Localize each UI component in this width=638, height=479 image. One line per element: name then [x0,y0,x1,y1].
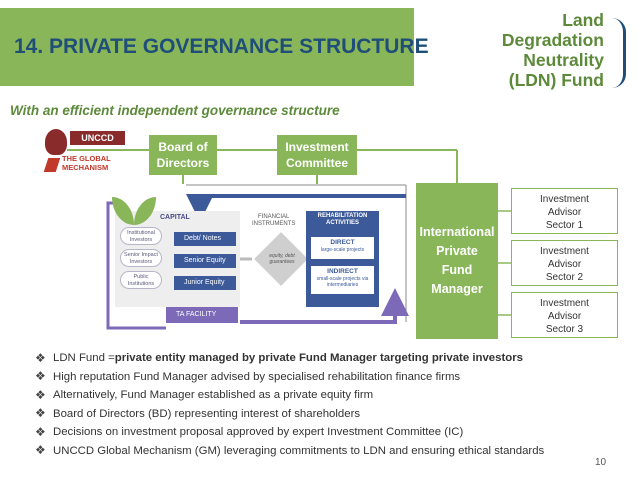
bullet-1-bold: private entity managed by private Fund M… [114,352,524,364]
un-emblem-icon [45,129,67,155]
tranche-junior-equity: Junior Equity [174,276,236,290]
fin-line-1: FINANCIAL [258,214,290,220]
instrument-line-1: equity, debt [269,253,295,259]
capital-flow-arrow [186,194,406,222]
sector-2-line-3: Sector 2 [545,272,584,283]
gm-line-2: MECHANISM [62,163,109,172]
instrument-types: equity, debt guarantees [262,253,302,265]
tranche-debt: Debt/ Notes [174,232,236,246]
sector-advisor-3: Investment Advisor Sector 3 [511,292,618,338]
bullet-diamond-icon [35,386,47,405]
indirect-desc-1: small-scale projects via [316,276,369,282]
manager-line-4: Manager [431,282,483,296]
sector-3-line-3: Sector 3 [545,324,584,335]
sector-advisor-2: Investment Advisor Sector 2 [511,240,618,286]
investment-committee-box: Investment Committee [277,135,357,175]
sector-2-line-1: Investment [540,246,589,257]
reh-line-2: ACTIVITIES [325,220,359,226]
rehabilitation-label: REHABILITATION ACTIVITIES [306,213,379,227]
logo-bracket-icon [612,18,626,88]
board-of-directors-box: Board of Directors [149,135,217,175]
slide-title: 14. PRIVATE GOVERNANCE STRUCTURE [14,35,429,58]
bullet-diamond-icon [35,349,47,368]
bullet-item: High reputation Fund Manager advised by … [35,367,544,387]
bullet-1-plain: LDN Fund = [53,352,115,364]
bullet-5-plain: Decisions on investment proposal approve… [53,426,464,438]
investor-2-line-1: Senior Impact [124,252,158,258]
bullet-diamond-icon [35,367,47,386]
bullet-item: UNCCD Global Mechanism (GM) leveraging c… [35,441,545,461]
ldn-fund-logo: Land Degradation Neutrality (LDN) Fund [480,8,638,98]
logo-line-2: Degradation [501,30,604,50]
fin-line-2: INSTRUMENTS [252,221,296,227]
bullet-diamond-icon [35,441,47,460]
global-mechanism-icon [43,158,61,172]
sector-1-line-3: Sector 1 [545,220,584,231]
tranche-senior-equity: Senior Equity [174,254,236,268]
manager-line-1: International [419,225,495,239]
slide-subtitle: With an efficient independent governance… [10,103,340,118]
direct-desc: large-scale projects [320,247,365,253]
sector-3-line-1: Investment [540,298,589,309]
indirect-desc-2: intermediaries [326,282,359,288]
bullet-item: LDN Fund = private entity managed by pri… [35,349,544,368]
bullet-diamond-icon [35,423,47,442]
sector-3-line-2: Advisor [547,311,582,322]
board-line-1: Board of [158,140,208,154]
investor-senior-impact: Senior Impact Investors [120,249,162,267]
logo-line-1: Land [562,10,604,30]
sector-1-line-1: Investment [540,194,589,205]
global-mechanism-logo: THE GLOBAL MECHANISM [62,154,111,172]
board-line-2: Directors [156,156,210,170]
investor-institutional: Institutional Investors [120,227,162,245]
investor-2-line-2: Investors [129,259,153,265]
bullet-item: Decisions on investment proposal approve… [35,423,544,442]
manager-line-2: Private [436,244,478,258]
ta-facility-bar: TA FACILITY [166,307,238,323]
bullet-list: LDN Fund = private entity managed by pri… [35,349,545,461]
sector-advisor-1: Investment Advisor Sector 1 [511,188,618,234]
gm-line-1: THE GLOBAL [62,154,111,163]
page-number: 10 [595,457,607,468]
investor-1-line-1: Institutional [127,230,155,236]
indirect-box: INDIRECT small-scale projects via interm… [311,266,374,294]
investor-3-line-1: Public [133,274,149,280]
investor-1-line-2: Investors [129,237,153,243]
capital-label: CAPITAL [160,214,190,221]
manager-line-3: Fund [441,263,473,277]
bullet-item: Board of Directors (BD) representing int… [35,404,544,424]
fund-manager-box: International Private Fund Manager [416,183,498,339]
investor-3-line-2: Institutions [127,281,155,287]
unccd-logo: UNCCD [70,131,125,145]
bullet-2-plain: High reputation Fund Manager advised by … [53,370,461,383]
bullet-item: Alternatively, Fund Manager established … [35,386,544,405]
direct-title: DIRECT [330,239,355,246]
bullet-4-plain: Board of Directors (BD) representing int… [53,407,361,420]
bullet-diamond-icon [35,404,47,423]
logo-line-4: (LDN) Fund [508,70,604,90]
title-bar [0,8,414,86]
bullet-3-plain: Alternatively, Fund Manager established … [53,389,374,401]
logo-line-3: Neutrality [523,50,604,70]
financial-instruments-label: FINANCIAL INSTRUMENTS [252,214,295,228]
instrument-line-2: guarantees [269,259,295,265]
committee-line-2: Committee [285,156,348,170]
sector-2-line-2: Advisor [547,259,582,270]
sector-1-line-2: Advisor [547,207,582,218]
investor-public: Public Institutions [120,271,162,289]
indirect-title: INDIRECT [327,268,358,275]
committee-line-1: Investment [285,140,349,154]
reh-line-1: REHABILITATION [317,213,368,219]
direct-box: DIRECT large-scale projects [311,237,374,259]
bullet-6-plain: UNCCD Global Mechanism (GM) leveraging c… [53,444,545,457]
